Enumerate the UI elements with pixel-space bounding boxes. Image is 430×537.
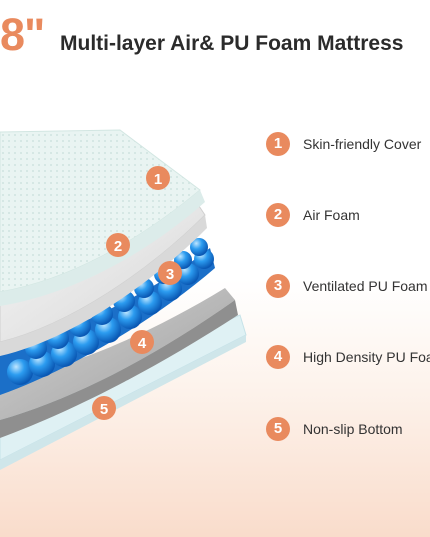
legend-label: Air Foam	[303, 207, 360, 223]
number-badge-icon: 1	[266, 132, 290, 156]
legend-label: Ventilated PU Foam	[303, 278, 428, 294]
badge-layer-3: 3	[158, 261, 182, 285]
legend-label: Skin-friendly Cover	[303, 136, 422, 152]
svg-text:2: 2	[114, 238, 122, 255]
svg-text:3: 3	[166, 266, 174, 283]
legend-item-bottom: 5 Non-slip Bottom	[266, 415, 403, 443]
mattress-size: 8"	[0, 9, 45, 60]
number-badge-icon: 3	[266, 274, 290, 298]
badge-layer-1: 1	[146, 166, 170, 190]
legend-item-air-foam: 2 Air Foam	[266, 201, 360, 229]
legend-item-cover: 1 Skin-friendly Cover	[266, 130, 421, 158]
number-badge-icon: 5	[266, 417, 290, 441]
legend-item-ventilated-foam: 3 Ventilated PU Foam	[266, 272, 428, 300]
legend-label: Non-slip Bottom	[303, 421, 403, 437]
mattress-layers-illustration: 1 2 3 4 5	[0, 129, 247, 470]
number-badge-icon: 2	[266, 203, 290, 227]
badge-layer-5: 5	[92, 396, 116, 420]
svg-text:4: 4	[138, 335, 147, 352]
header: 8" Multi-layer Air& PU Foam Mattress	[0, 0, 430, 70]
high-density-foam-layer	[0, 288, 235, 420]
number-badge-icon: 4	[266, 345, 290, 369]
badge-layer-2: 2	[106, 233, 130, 257]
svg-text:5: 5	[100, 401, 108, 418]
product-title: Multi-layer Air& PU Foam Mattress	[60, 32, 404, 55]
badge-layer-4: 4	[130, 330, 154, 354]
legend-label: High Density PU Foam	[303, 349, 430, 365]
svg-text:1: 1	[154, 171, 162, 188]
legend-item-high-density-foam: 4 High Density PU Foam	[266, 343, 430, 371]
